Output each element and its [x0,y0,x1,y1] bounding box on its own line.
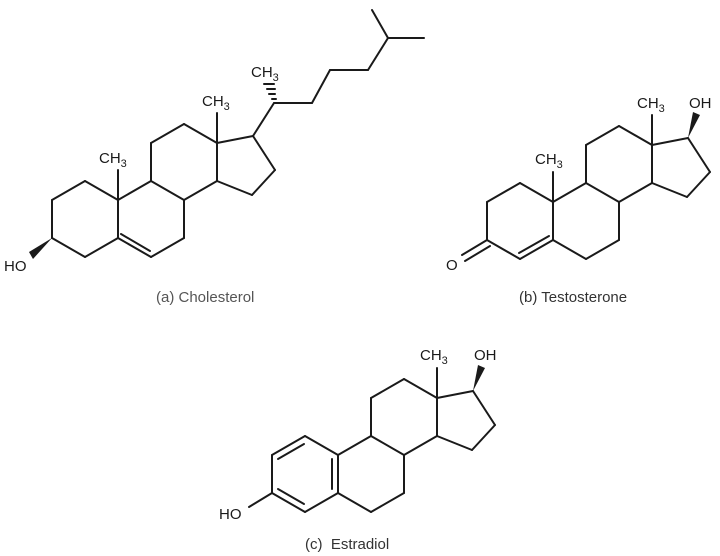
estradiol-ring-a [271,435,339,513]
cholesterol-ch3-c19-label: CH3 [99,150,127,170]
testosterone-ring-c [585,125,653,203]
estradiol-ring-c [370,378,438,456]
testosterone-oh-wedge [688,112,700,138]
estradiol-ho-label: HO [219,506,242,523]
estradiol-phenol-bond [248,492,273,508]
cholesterol-side-methyl-hash [263,83,277,100]
estradiol-ch3-label: CH3 [420,347,448,367]
estradiol-structure: HO CH3 OH (c) Estradiol [219,347,497,553]
testosterone-carbonyl-bond-2 [464,245,491,262]
cholesterol-ho-label: HO [4,258,27,275]
testosterone-caption: (b) Testosterone [519,289,627,306]
testosterone-ring-b [552,182,620,260]
testosterone-ring-d [651,137,711,198]
testosterone-oh-label: OH [689,95,712,112]
cholesterol-ring-c [150,123,218,201]
testosterone-carbonyl-bond-1 [461,239,488,256]
cholesterol-oh-wedge [29,238,52,259]
estradiol-ring-d [436,390,496,451]
cholesterol-structure: HO CH3 CH3 CH3 (a) Cholesterol [4,9,425,306]
estradiol-caption: (c) Estradiol [305,536,389,553]
testosterone-ring-a [486,182,554,260]
testosterone-ch3-c19-label: CH3 [535,151,563,171]
cholesterol-side-chain [252,9,425,137]
testosterone-structure: O CH3 CH3 OH (b) Testosterone [446,95,712,306]
cholesterol-ch3-side-label: CH3 [251,64,279,84]
estradiol-oh-label: OH [474,347,497,364]
cholesterol-ring-a [51,180,119,258]
cholesterol-caption: (a) Cholesterol [156,289,254,306]
testosterone-ch3-c18-label: CH3 [637,95,665,115]
cholesterol-ch3-c18-label: CH3 [202,93,230,113]
testosterone-o-label: O [446,257,458,274]
cholesterol-ring-b [117,180,185,258]
cholesterol-ring-d [216,135,276,196]
estradiol-ring-b [337,435,405,513]
estradiol-oh-wedge [473,365,485,391]
